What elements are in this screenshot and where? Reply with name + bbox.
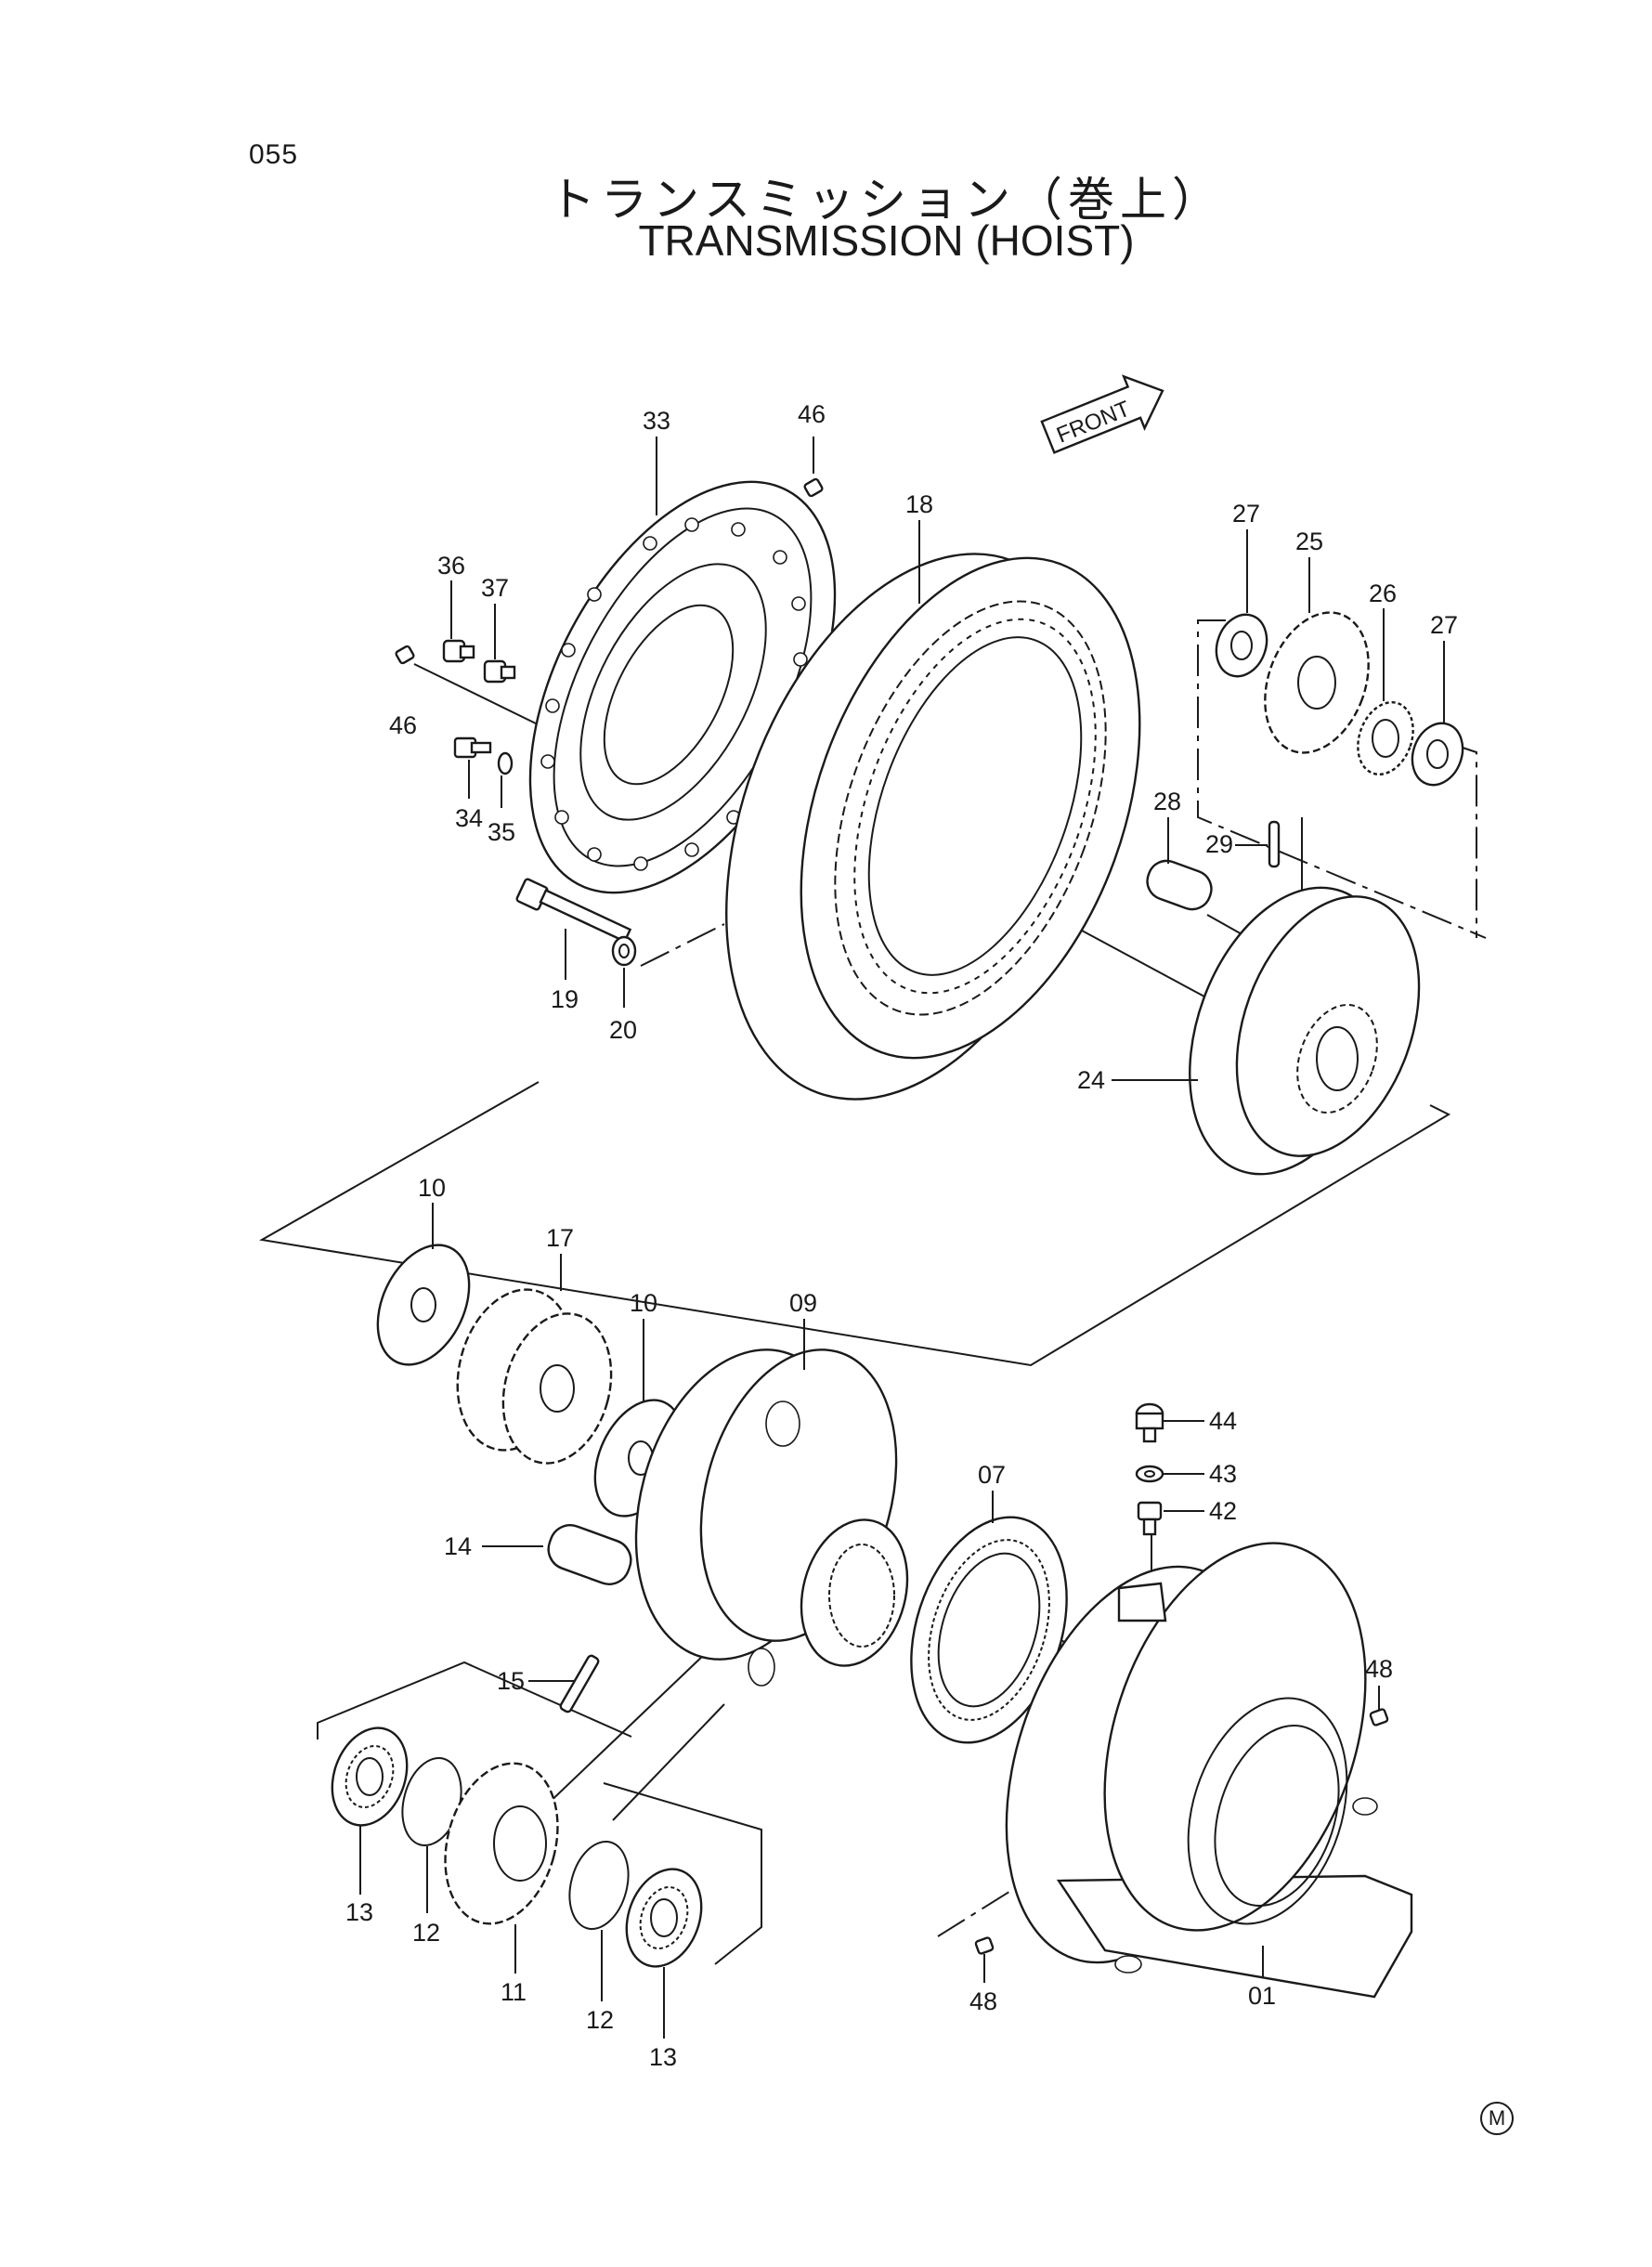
callout-10-left: 10 — [418, 1174, 446, 1202]
callout-01: 01 — [1248, 1982, 1276, 2010]
callout-15: 15 — [497, 1667, 525, 1695]
callout-12-left: 12 — [412, 1919, 440, 1947]
spring-pin-29 — [1268, 820, 1281, 868]
callout-34: 34 — [455, 804, 483, 832]
callout-20: 20 — [609, 1016, 637, 1044]
callout-48-left: 48 — [969, 1987, 997, 2015]
callout-24: 24 — [1077, 1066, 1105, 1094]
corner-mark: M — [1480, 2102, 1514, 2135]
planet-gear-17 — [456, 1288, 613, 1465]
ring-gear-18 — [725, 553, 1141, 1101]
callout-13-right: 13 — [649, 2043, 677, 2071]
callout-13-left: 13 — [345, 1898, 373, 1926]
callout-46-left: 46 — [389, 711, 417, 739]
plug-48-right — [1369, 1708, 1389, 1726]
plug-48-left — [974, 1936, 995, 1955]
title-english: TRANSMISSION (HOIST) — [638, 216, 1135, 265]
plug-37 — [483, 659, 516, 684]
planet-carrier-24 — [1189, 886, 1421, 1176]
callout-25: 25 — [1295, 528, 1323, 555]
washer-35 — [497, 751, 514, 775]
washer-20 — [611, 935, 637, 967]
callout-07: 07 — [978, 1461, 1006, 1489]
callout-35: 35 — [488, 818, 515, 846]
bolt-46-upper — [803, 477, 824, 498]
thrust-washer-10-left — [376, 1244, 471, 1366]
callout-48-right: 48 — [1365, 1655, 1393, 1683]
callout-09: 09 — [789, 1289, 817, 1317]
needle-bearing-26 — [1357, 701, 1414, 775]
spring-pin-15 — [559, 1654, 600, 1713]
plug-42 — [1137, 1501, 1163, 1536]
callout-44: 44 — [1209, 1407, 1237, 1435]
callout-33: 33 — [643, 407, 670, 435]
callout-12-right: 12 — [586, 2006, 614, 2034]
page-number: 055 — [249, 139, 299, 170]
callout-19: 19 — [551, 985, 579, 1013]
snap-ring-12-right — [568, 1840, 630, 1931]
callout-42: 42 — [1209, 1497, 1237, 1525]
bolt-19 — [515, 878, 632, 944]
bolt-34 — [453, 736, 492, 759]
callout-17: 17 — [546, 1224, 574, 1252]
callout-labels: 33 46 18 36 37 46 34 35 19 20 27 25 26 2… — [345, 400, 1458, 2071]
upper-group-frame — [1197, 619, 1487, 939]
plug-46-left — [395, 645, 415, 665]
callout-27-left: 27 — [1232, 500, 1260, 528]
callout-36: 36 — [437, 552, 465, 580]
planet-carrier-09 — [634, 1348, 909, 1687]
pin-28 — [1146, 859, 1213, 911]
plug-44 — [1135, 1402, 1164, 1443]
callout-10-right: 10 — [630, 1289, 657, 1317]
carrier-group-frame — [259, 1081, 1451, 1367]
callout-27-right: 27 — [1430, 611, 1458, 639]
bearing-13-right — [625, 1868, 703, 1968]
callout-26: 26 — [1369, 580, 1397, 607]
callout-28: 28 — [1153, 788, 1181, 815]
planet-gear-25 — [1264, 611, 1370, 754]
thrust-washer-27-left — [1215, 613, 1268, 678]
housing-01 — [1005, 1542, 1413, 1999]
washer-43 — [1135, 1465, 1164, 1483]
callout-37: 37 — [481, 574, 509, 602]
lower-left-frame — [317, 1661, 632, 1739]
plug-36 — [442, 639, 475, 663]
callout-43: 43 — [1209, 1460, 1237, 1488]
lower-axis-2 — [612, 1703, 725, 1821]
planet-gear-11 — [444, 1762, 559, 1925]
callout-11: 11 — [501, 1978, 527, 2006]
callout-46-top: 46 — [798, 400, 826, 428]
pin-14 — [547, 1524, 632, 1585]
callout-18: 18 — [905, 490, 933, 518]
callout-14: 14 — [444, 1532, 472, 1560]
callout-29: 29 — [1205, 830, 1233, 858]
bearing-13-left — [331, 1726, 409, 1827]
front-arrow-icon: FRONT — [1040, 374, 1164, 454]
lower-right-frame — [603, 1782, 762, 1965]
thrust-washer-27-right — [1411, 722, 1464, 787]
title-japanese: トランスミッション（巻上） — [549, 173, 1224, 227]
bolt-axis-line — [640, 923, 725, 967]
callout-leaders — [359, 436, 1445, 2039]
